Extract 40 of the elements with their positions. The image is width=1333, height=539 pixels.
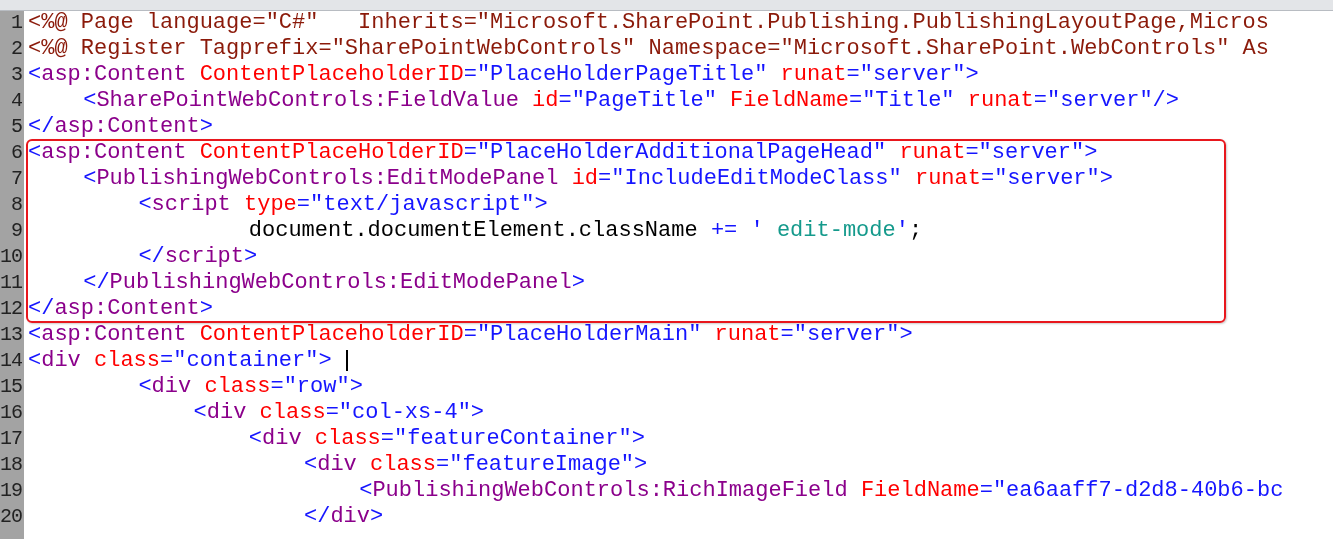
- line-number: 17: [0, 428, 22, 450]
- highlight-box: [26, 139, 1226, 323]
- code-line: document.documentElement.className += ' edit-mode';: [248, 220, 923, 242]
- line-number: 18: [0, 454, 22, 476]
- code-line: <%@ Page language="C#" Inherits="Microsoft.SharePoint.Publishing.PublishingLayoutPage,Micros: [28, 12, 1269, 34]
- line-number: 3: [10, 64, 22, 86]
- line-number: 12: [0, 298, 22, 320]
- line-number: 15: [0, 376, 22, 398]
- line-number: 1: [10, 12, 22, 34]
- code-line: <SharePointWebControls:FieldValue id="PageTitle" FieldName="Title" runat="server"/>: [83, 90, 1179, 112]
- line-number: 4: [10, 90, 22, 112]
- line-number: 6: [10, 142, 22, 164]
- code-line: </script>: [138, 246, 258, 268]
- code-line: </asp:Content>: [28, 116, 213, 138]
- line-number: 9: [10, 220, 22, 242]
- line-number: 14: [0, 350, 22, 372]
- code-line: <asp:Content ContentPlaceholderID="PlaceHolderPageTitle" runat="server">: [28, 64, 979, 86]
- code-line: <div class="featureContainer">: [248, 428, 645, 450]
- line-number: 2: [10, 38, 22, 60]
- code-line: <div class="row">: [138, 376, 363, 398]
- line-number: 16: [0, 402, 22, 424]
- code-line: <script type="text/javascript">: [138, 194, 548, 216]
- line-number: 11: [0, 272, 22, 294]
- code-line: <asp:Content ContentPlaceHolderID="PlaceHolderAdditionalPageHead" runat="server">: [28, 142, 1098, 164]
- code-line: <div class="container">: [28, 350, 332, 372]
- line-number: 5: [10, 116, 22, 138]
- code-line: <div class="featureImage">: [304, 454, 648, 476]
- code-line: <div class="col-xs-4">: [193, 402, 485, 424]
- line-number: 13: [0, 324, 22, 346]
- line-number: 10: [0, 246, 22, 268]
- code-line: <%@ Register Tagprefix="SharePointWebControls" Namespace="Microsoft.SharePoint.WebControls" As: [28, 38, 1269, 60]
- code-line: </PublishingWebControls:EditModePanel>: [83, 272, 585, 294]
- code-line: </asp:Content>: [28, 298, 213, 320]
- code-line: </div>: [304, 506, 384, 528]
- line-number: 20: [0, 506, 22, 528]
- line-number: 19: [0, 480, 22, 502]
- line-number: 8: [10, 194, 22, 216]
- code-line: <PublishingWebControls:RichImageField FieldName="ea6aaff7-d2d8-40b6-bc: [359, 480, 1284, 502]
- code-line: <PublishingWebControls:EditModePanel id="IncludeEditModeClass" runat="server">: [83, 168, 1113, 190]
- line-number: 7: [10, 168, 22, 190]
